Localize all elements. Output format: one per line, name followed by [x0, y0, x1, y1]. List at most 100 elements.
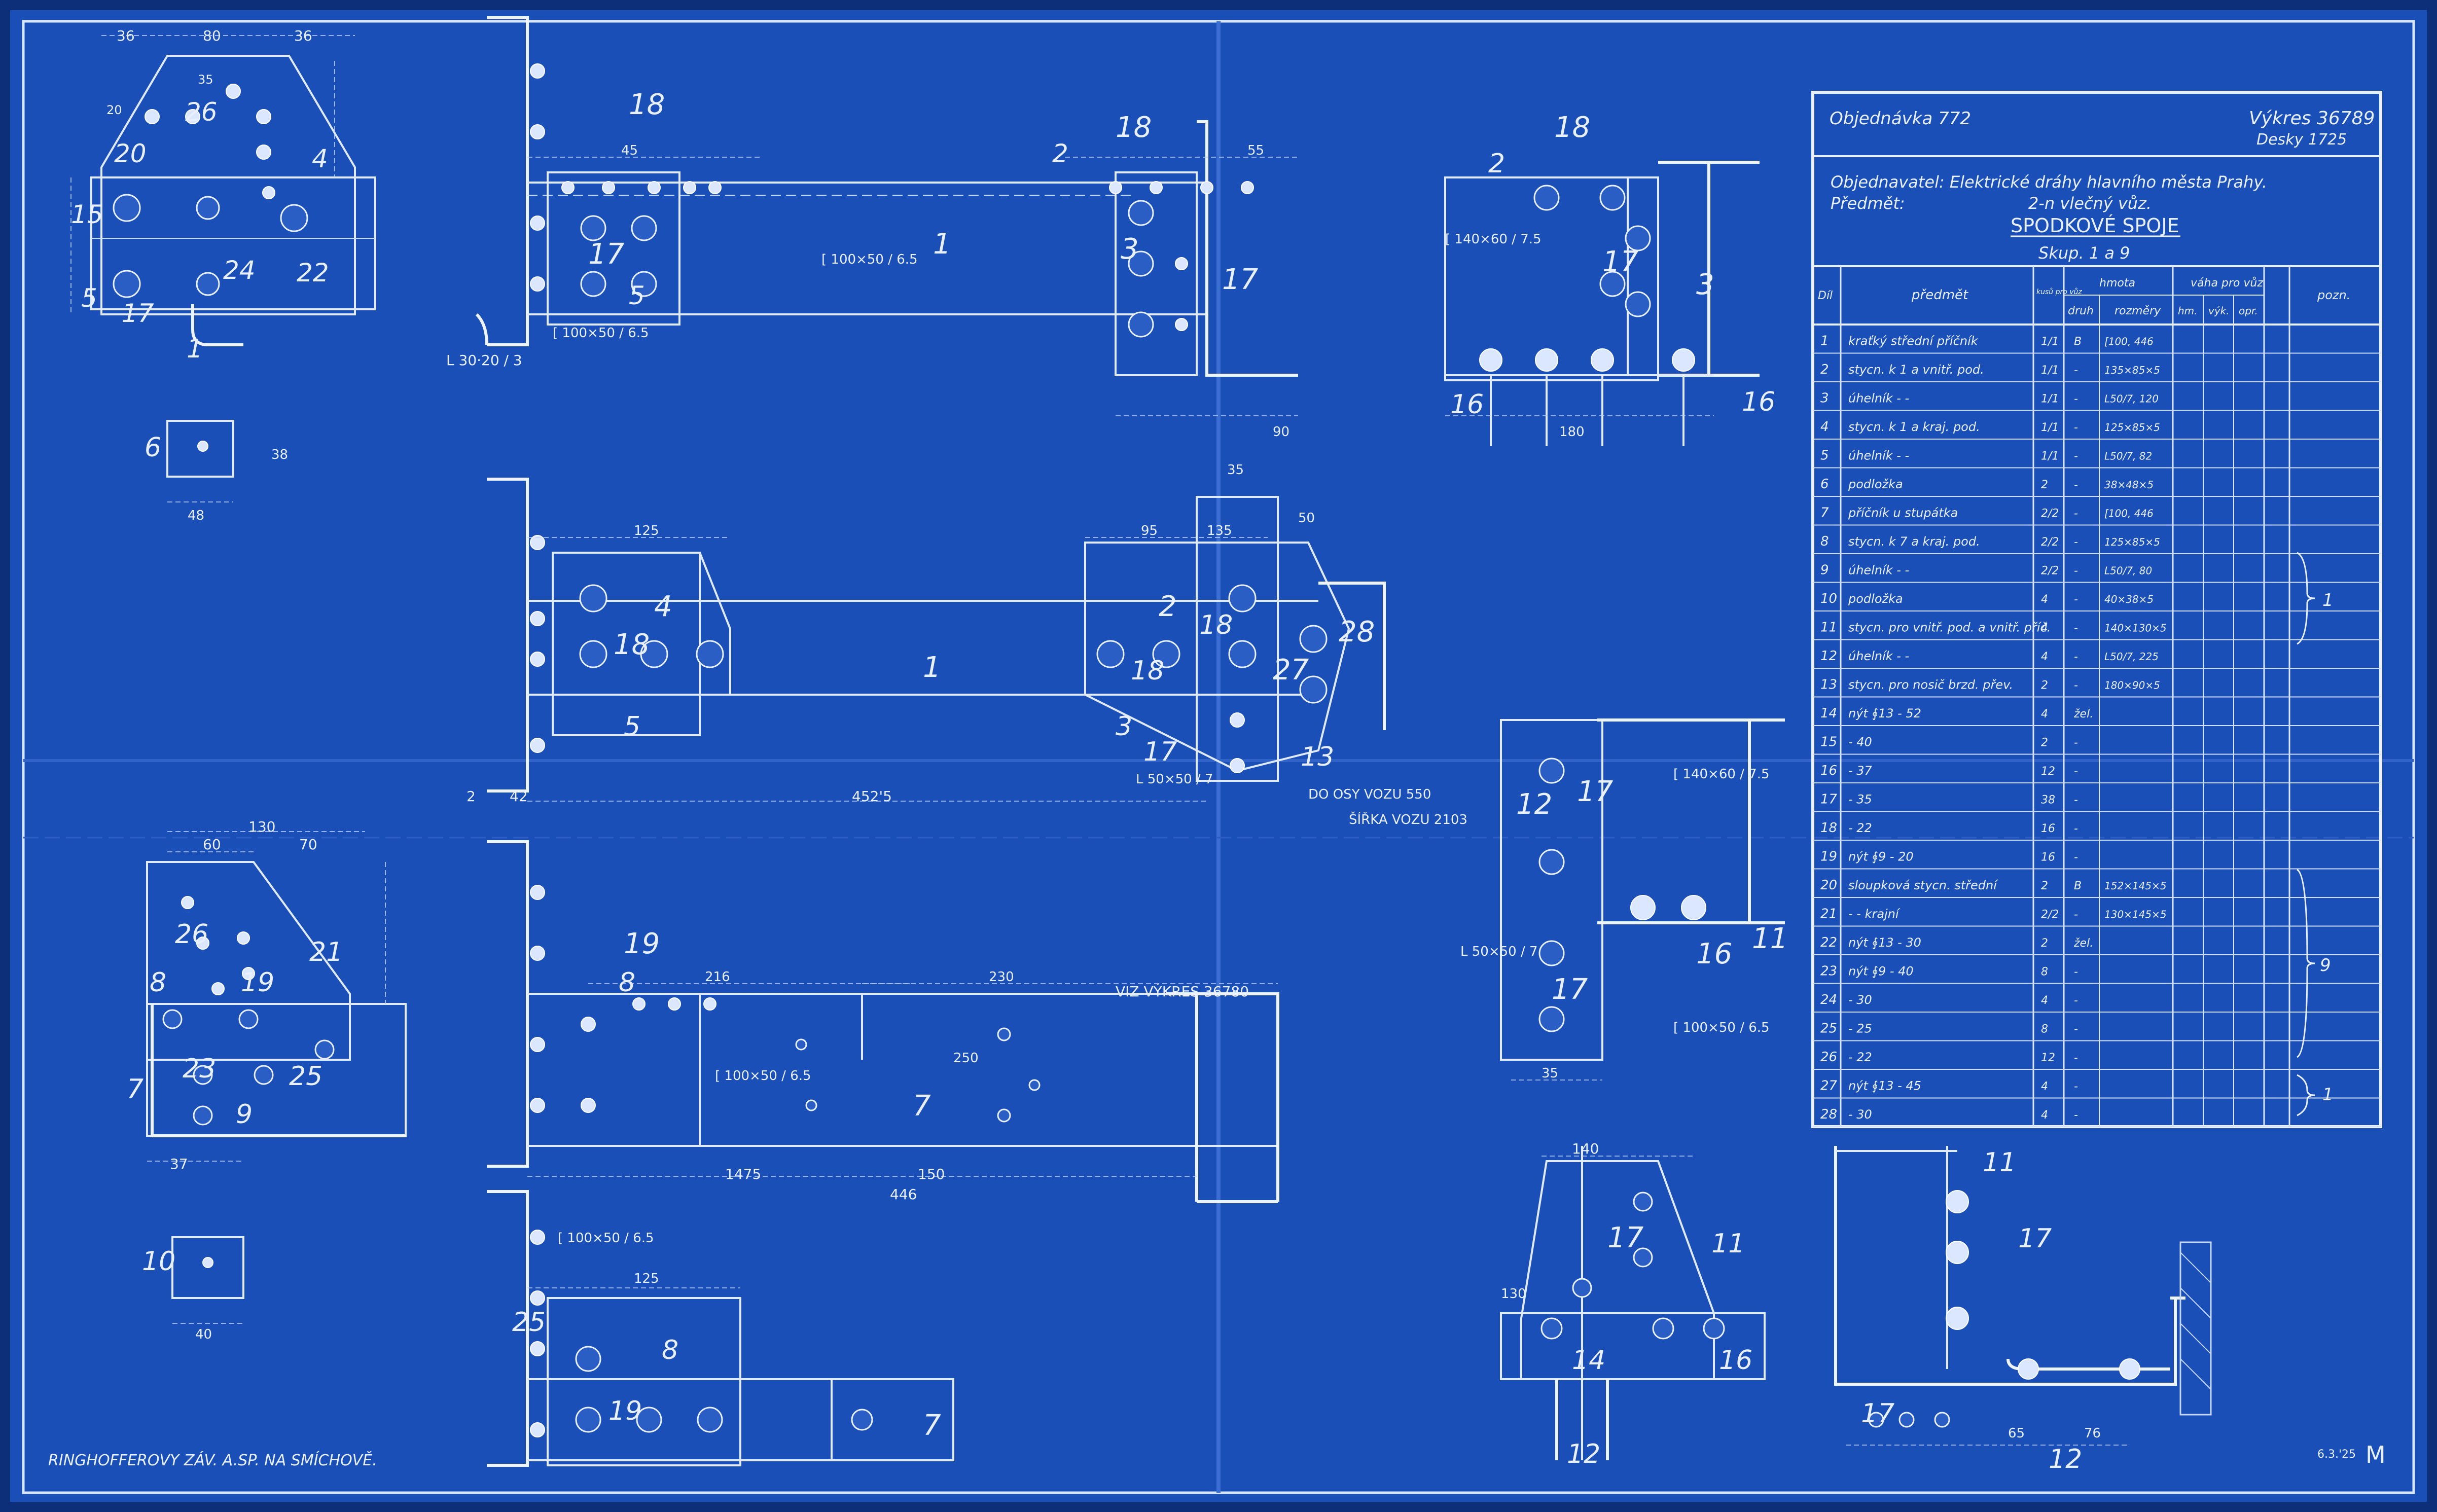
dim-250: 250 [953, 1051, 979, 1066]
table-cell-qty: 4 [2041, 708, 2048, 721]
dim-20-a: 20 [106, 103, 122, 117]
dim-40-a: 40 [195, 1327, 212, 1342]
table-cell-part-no: 19 [1820, 849, 1837, 865]
table-cell-dimensions: [100, 446 [2104, 508, 2154, 520]
detail-bottom-right: 140 17 11 14 16 12 130 [1500, 1140, 1766, 1469]
title-block: Objednávka 772 Výkres 36789 Desky 1725 O… [1811, 91, 2382, 1128]
table-cell-name: - 30 [1848, 993, 1872, 1007]
detail-plate-10: 10 40 [142, 1236, 244, 1342]
table-cell-name: úhelník - - [1848, 391, 1909, 406]
table-cell-material: - [2074, 966, 2078, 979]
dim-35-c: 35 [1542, 1066, 1558, 1081]
dim-452-5: 452'5 [852, 788, 892, 805]
dim-36-b: 36 [294, 27, 312, 44]
table-cell-material: - [2074, 994, 2078, 1007]
angle-50-a: L 50×50 / 7 [1136, 772, 1213, 787]
mark-11-b: 11 [1711, 1229, 1745, 1259]
table-cell-qty: 1/1 [2041, 364, 2059, 377]
table-cell-part-no: 5 [1820, 448, 1829, 463]
mark-3-b: 3 [1696, 268, 1714, 301]
table-cell-qty: 38 [2041, 794, 2055, 807]
mark-16-c: 16 [1696, 938, 1732, 970]
dim-37-a: 37 [170, 1156, 188, 1172]
table-cell-dimensions: L50/7, 120 [2104, 393, 2159, 405]
mark-18-d: 18 [614, 628, 650, 661]
dim-35-b: 35 [1227, 462, 1244, 478]
mark-12-b: 12 [1567, 1439, 1600, 1469]
table-cell-name: úhelník - - [1848, 649, 1909, 663]
table-cell-name: příčník u stupátka [1848, 506, 1958, 520]
profile-c100-a: [ 100×50 / 6.5 [821, 252, 918, 267]
table-cell-part-no: 16 [1820, 763, 1837, 778]
mark-21: 21 [309, 937, 343, 967]
table-cell-material: - [2074, 421, 2078, 434]
table-cell-qty: 2/2 [2041, 536, 2059, 549]
table-cell-qty: 4 [2041, 622, 2048, 635]
dim-55: 55 [1247, 143, 1264, 158]
dim-2: 2 [467, 788, 476, 805]
table-cell-name: nýt ∮13 - 45 [1848, 1079, 1921, 1093]
group-note-3: 1 [2322, 1085, 2334, 1105]
col-hmota: hmota [2099, 277, 2135, 290]
table-cell-dimensions: L50/7, 82 [2104, 450, 2152, 462]
mark-28: 28 [1339, 616, 1375, 649]
dim-36-a: 36 [117, 27, 135, 44]
table-cell-qty: 2 [2041, 937, 2048, 950]
detail-cross-member-top: 1 18 17 5 2 18 3 17 [ 100×50 / 6.5 [ 100… [446, 16, 1298, 478]
table-cell-material: - [2074, 851, 2078, 864]
table-cell-part-no: 6 [1820, 477, 1829, 492]
mark-2-c: 2 [1159, 590, 1177, 623]
mark-18-e: 18 [1131, 656, 1164, 686]
dim-150-a: 150 [918, 1166, 945, 1182]
table-cell-qty: 12 [2041, 765, 2055, 778]
mark-20-a: 20 [114, 139, 147, 168]
sheet-date: 6.3.'25 [2317, 1448, 2356, 1461]
table-cell-part-no: 15 [1820, 735, 1837, 750]
table-cell-qty: 1/1 [2041, 336, 2059, 348]
dim-45-a: 45 [621, 143, 638, 158]
table-cell-qty: 4 [2041, 1081, 2048, 1093]
mark-9: 9 [236, 1099, 253, 1130]
mark-18-f: 18 [1199, 610, 1233, 640]
col-kusu: kusů pro vůz [2036, 288, 2082, 296]
mark-17-g: 17 [1552, 973, 1588, 1006]
mark-17-a: 17 [122, 299, 154, 328]
table-cell-dimensions: 125×85×5 [2104, 536, 2160, 548]
mark-11-c: 11 [1983, 1147, 2016, 1178]
mark-25-b: 25 [512, 1307, 546, 1338]
mark-5-b: 5 [629, 281, 645, 310]
table-cell-material: - [2074, 479, 2078, 491]
group-note-2: 9 [2320, 955, 2331, 976]
mark-27: 27 [1273, 654, 1309, 687]
table-cell-material: - [2074, 1023, 2078, 1036]
table-cell-part-no: 18 [1820, 820, 1837, 836]
col-opr: opr. [2239, 305, 2258, 317]
mark-12-c: 12 [2049, 1444, 2082, 1474]
mark-19-b: 19 [624, 927, 660, 960]
angle-50-b: L 50×50 / 7 [1460, 944, 1538, 959]
detail-cross-member-middle: 4 18 5 1 2 18 18 27 28 3 17 13 452'5 125… [467, 478, 1467, 827]
table-cell-material: - [2074, 909, 2078, 921]
col-rozmery: rozměry [2115, 305, 2161, 317]
table-cell-part-no: 7 [1820, 506, 1829, 521]
car-width: ŠÍŘKA VOZU 2103 [1349, 811, 1467, 827]
mark-7-c: 7 [923, 1409, 941, 1442]
col-vaha: váha pro vůz [2191, 276, 2263, 290]
table-cell-name: stycn. k 1 a kraj. pod. [1848, 420, 1980, 434]
mark-18-b: 18 [1116, 111, 1152, 144]
table-cell-name: podložka [1848, 477, 1903, 491]
subject-value: 2-n vlečný vůz. [2028, 194, 2152, 213]
table-cell-part-no: 26 [1820, 1050, 1837, 1065]
table-cell-name: stycn. k 1 a vnitř. pod. [1848, 363, 1984, 377]
mark-24-a: 24 [223, 256, 256, 285]
table-cell-qty: 2 [2041, 737, 2048, 749]
mark-14: 14 [1572, 1345, 1605, 1376]
mark-7-a: 7 [127, 1074, 144, 1104]
table-cell-part-no: 2 [1820, 362, 1829, 377]
table-cell-material: - [2074, 450, 2078, 463]
mark-8-a: 8 [150, 967, 166, 998]
table-cell-name: stycn. pro vnitř. pod. a vnitř. příč. [1848, 621, 2051, 635]
table-cell-material: žel. [2073, 708, 2093, 721]
col-predmet: předmět [1911, 287, 1968, 303]
col-poz: pozn. [2317, 288, 2350, 302]
